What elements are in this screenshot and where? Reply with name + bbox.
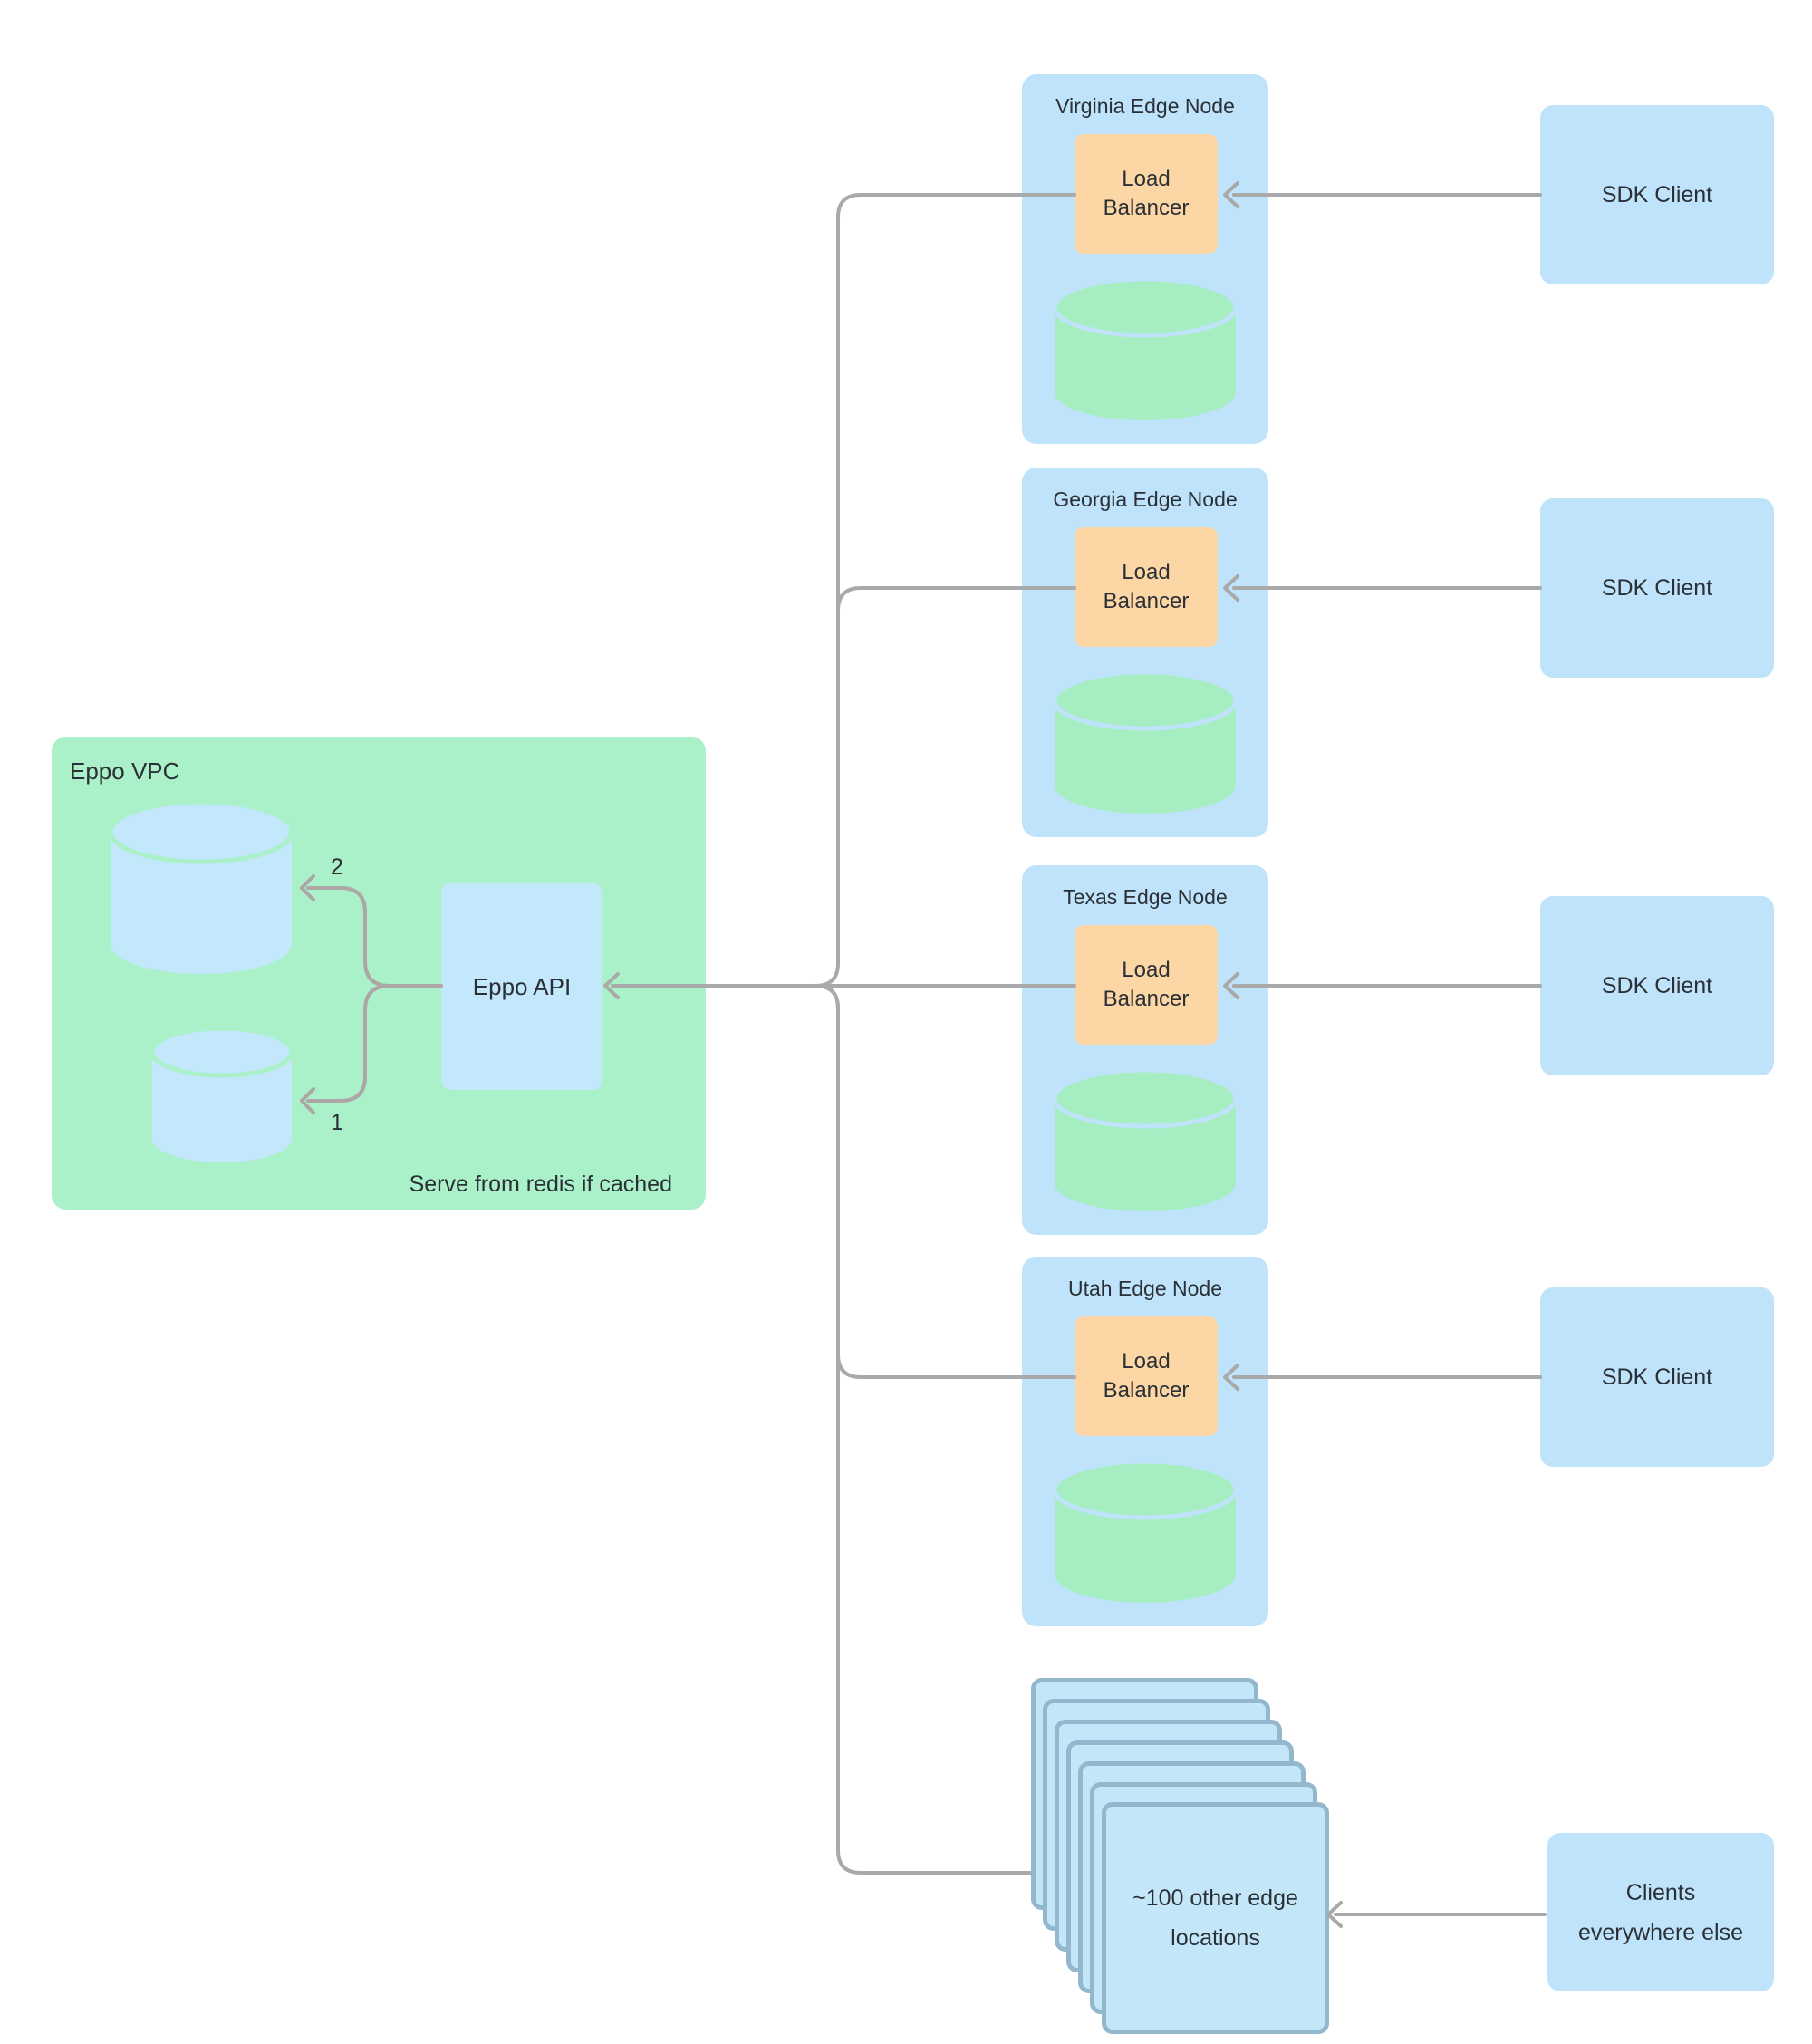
vpc-title: Eppo VPC [70,757,180,785]
cdn-cache-label: CDN Cache [1086,363,1204,388]
edge-node-texas: Texas Edge Node Load Balancer CDN Cache [1022,865,1268,1235]
sdk-client-label: SDK Client [1601,574,1713,601]
sdk-client-label: SDK Client [1601,972,1713,998]
sdk-client-box: SDK Client [1540,1287,1774,1467]
load-balancer-label-line1: Load [1122,560,1171,584]
experiment-store-label-line2: Store [142,918,199,945]
other-edge-locations-card: ~100 other edge locations [1102,1802,1329,2034]
load-balancer-box: Load Balancer [1075,925,1218,1045]
clients-everywhere-else-box: Clients everywhere else [1547,1833,1774,1991]
load-balancer-box: Load Balancer [1075,1316,1218,1436]
other-edge-label-line2: locations [1171,1925,1260,1951]
load-balancer-box: Load Balancer [1075,527,1218,647]
edge-node-utah: Utah Edge Node Load Balancer CDN Cache [1022,1257,1268,1626]
experiment-store-label-line1: Experiment [142,882,262,909]
edge-node-title: Georgia Edge Node [1053,487,1238,511]
arrowhead-into-edge-stack [1326,1901,1343,1928]
experiment-store-label: Experiment Store [142,877,262,950]
sdk-client-label: SDK Client [1601,1364,1713,1390]
load-balancer-label-line2: Balancer [1103,987,1190,1011]
cdn-cache-label: CDN Cache [1086,1546,1204,1570]
step-label-1: 1 [331,1110,343,1135]
edge-node-georgia: Georgia Edge Node Load Balancer CDN Cach… [1022,468,1268,837]
eppo-api-label: Eppo API [472,972,572,1000]
sdk-client-box: SDK Client [1540,498,1774,678]
redis-label: Redis [192,1113,253,1140]
load-balancer-label-line2: Balancer [1103,589,1190,613]
redis-cache-note: Serve from redis if cached [409,1171,672,1197]
load-balancer-label-line1: Load [1122,1349,1171,1374]
cdn-cache-label: CDN Cache [1086,757,1204,781]
clients-everywhere-label-line2: everywhere else [1577,1919,1744,1945]
edge-node-title: Utah Edge Node [1067,1277,1223,1300]
cdn-cache-label: CDN Cache [1086,1154,1204,1179]
clients-everywhere-label-line1: Clients [1625,1879,1696,1905]
sdk-client-box: SDK Client [1540,105,1774,284]
step-label-2: 2 [331,854,343,880]
load-balancer-label-line1: Load [1122,958,1171,982]
edge-node-title: Texas Edge Node [1063,885,1228,909]
edge-node-title: Virginia Edge Node [1055,94,1235,118]
eppo-api-box: Eppo API [441,883,602,1090]
load-balancer-box: Load Balancer [1075,134,1218,254]
edge-node-virginia: Virginia Edge Node Load Balancer CDN Cac… [1022,74,1268,444]
sdk-client-label: SDK Client [1601,181,1713,207]
other-edge-label-line1: ~100 other edge [1132,1885,1298,1911]
load-balancer-label-line1: Load [1122,167,1171,191]
load-balancer-label-line2: Balancer [1103,196,1190,220]
sdk-client-box: SDK Client [1540,896,1774,1075]
eppo-vpc-box: Eppo VPC Experiment Store Redis Eppo API… [52,737,706,1210]
trunk-junction-fillet [814,984,840,1010]
load-balancer-label-line2: Balancer [1103,1378,1190,1403]
